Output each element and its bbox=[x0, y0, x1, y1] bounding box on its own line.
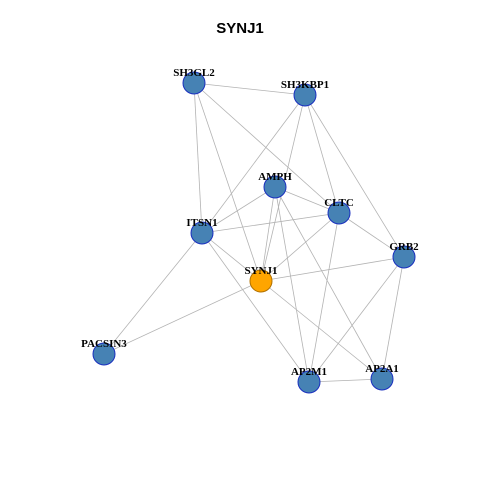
node-circle-grb2 bbox=[392, 245, 416, 269]
edge-grb2-ap2m1 bbox=[308, 256, 405, 383]
edge-sh3kbp1-cltc bbox=[304, 94, 340, 214]
edge-cltc-grb2 bbox=[338, 212, 405, 258]
edge-synj1-pacsin3 bbox=[103, 280, 262, 355]
diagram-title: SYNJ1 bbox=[216, 20, 264, 37]
edge-synj1-ap2a1 bbox=[260, 280, 383, 380]
node-grb2: GRB2 bbox=[389, 241, 419, 269]
edge-cltc-synj1 bbox=[260, 212, 340, 282]
edge-sh3gl2-cltc bbox=[193, 82, 340, 214]
edge-cltc-ap2m1 bbox=[308, 212, 340, 383]
edge-sh3kbp1-grb2 bbox=[304, 94, 405, 258]
node-circle-amph bbox=[263, 175, 287, 199]
edge-sh3kbp1-itsn1 bbox=[201, 94, 306, 234]
edge-layer bbox=[103, 82, 405, 383]
node-pacsin3: PACSIN3 bbox=[81, 338, 127, 366]
edge-cltc-itsn1 bbox=[201, 212, 340, 234]
edge-amph-ap2a1 bbox=[274, 186, 383, 380]
node-cltc: CLTC bbox=[324, 197, 354, 225]
node-circle-cltc bbox=[327, 201, 351, 225]
node-label-sh3gl2: SH3GL2 bbox=[173, 67, 215, 79]
node-label-ap2m1: AP2M1 bbox=[291, 366, 327, 378]
node-ap2m1: AP2M1 bbox=[291, 366, 327, 394]
edge-sh3gl2-synj1 bbox=[193, 82, 262, 282]
node-label-amph: AMPH bbox=[258, 171, 292, 183]
node-circle-ap2m1 bbox=[297, 370, 321, 394]
node-circle-ap2a1 bbox=[370, 367, 394, 391]
edge-synj1-grb2 bbox=[260, 256, 405, 282]
node-label-cltc: CLTC bbox=[324, 197, 354, 209]
edge-itsn1-pacsin3 bbox=[103, 232, 203, 355]
node-amph: AMPH bbox=[258, 171, 292, 199]
node-circle-sh3kbp1 bbox=[293, 83, 317, 107]
edge-amph-itsn1 bbox=[201, 186, 276, 234]
node-label-pacsin3: PACSIN3 bbox=[81, 338, 127, 350]
node-label-itsn1: ITSN1 bbox=[186, 217, 217, 229]
node-label-grb2: GRB2 bbox=[389, 241, 419, 253]
edge-grb2-ap2a1 bbox=[381, 256, 405, 380]
node-label-sh3kbp1: SH3KBP1 bbox=[281, 79, 329, 91]
node-circle-pacsin3 bbox=[92, 342, 116, 366]
node-synj1: SYNJ1 bbox=[244, 265, 278, 293]
edge-itsn1-synj1 bbox=[201, 232, 262, 282]
node-ap2a1: AP2A1 bbox=[365, 363, 399, 391]
edge-sh3gl2-sh3kbp1 bbox=[193, 82, 306, 96]
node-itsn1: ITSN1 bbox=[186, 217, 218, 245]
node-label-synj1: SYNJ1 bbox=[244, 265, 277, 277]
edge-itsn1-ap2m1 bbox=[201, 232, 310, 383]
node-sh3kbp1: SH3KBP1 bbox=[281, 79, 329, 107]
node-label-ap2a1: AP2A1 bbox=[365, 363, 399, 375]
edge-sh3gl2-itsn1 bbox=[193, 82, 203, 234]
node-circle-itsn1 bbox=[190, 221, 214, 245]
node-sh3gl2: SH3GL2 bbox=[173, 67, 215, 95]
edge-amph-cltc bbox=[274, 186, 340, 214]
edge-amph-synj1 bbox=[260, 186, 276, 282]
edge-ap2m1-ap2a1 bbox=[308, 378, 383, 383]
edge-amph-ap2m1 bbox=[274, 186, 310, 383]
node-circle-synj1 bbox=[249, 269, 273, 293]
node-circle-sh3gl2 bbox=[182, 71, 206, 95]
